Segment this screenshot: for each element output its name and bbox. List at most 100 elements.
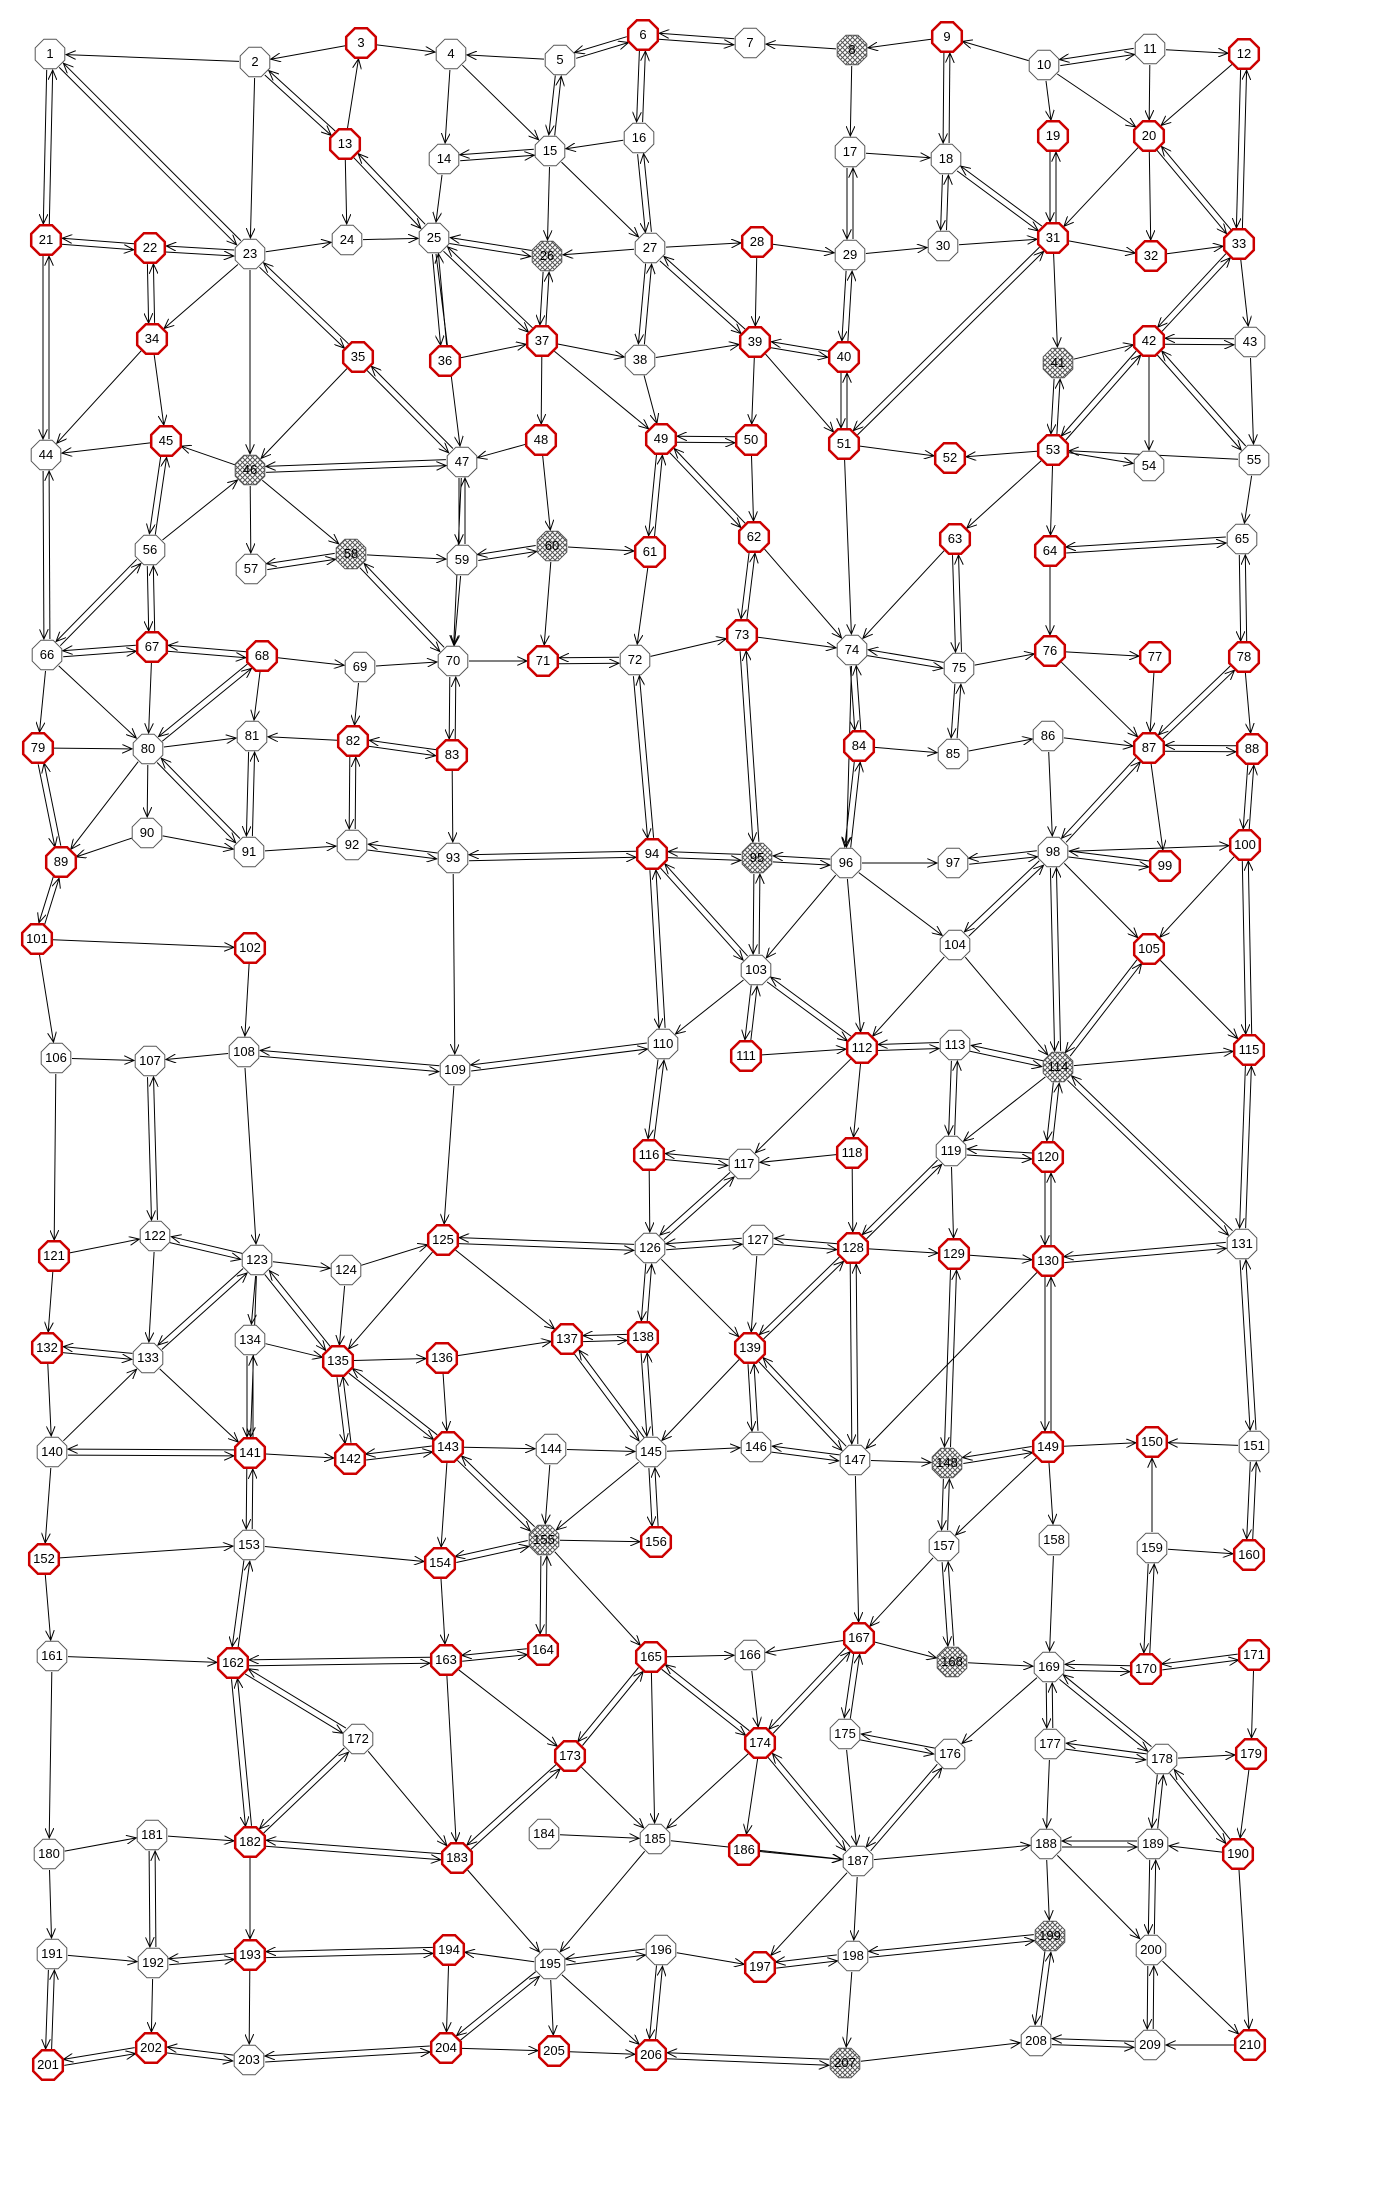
edge-177-to-169 xyxy=(1052,1683,1053,1729)
node-shape xyxy=(425,1341,459,1375)
edge-174-to-185 xyxy=(667,1753,749,1828)
node-55: 55 xyxy=(1238,444,1270,476)
node-60: 60 xyxy=(536,530,568,562)
edge-59-to-60 xyxy=(478,551,536,561)
edge-87-to-98 xyxy=(1062,757,1137,839)
edge-178-to-190 xyxy=(1169,1773,1226,1843)
edge-169-to-177 xyxy=(1046,1682,1047,1728)
node-shape xyxy=(933,441,967,475)
node-138: 138 xyxy=(626,1320,660,1354)
edge-135-to-136 xyxy=(353,1359,426,1361)
edge-203-to-204 xyxy=(265,2052,430,2063)
edge-10-to-11 xyxy=(1060,54,1134,67)
edge-61-to-72 xyxy=(637,567,649,644)
node-139: 139 xyxy=(733,1331,767,1365)
node-80: 80 xyxy=(132,733,164,765)
edge-133-to-141 xyxy=(159,1368,239,1442)
node-shape xyxy=(1033,1651,1065,1683)
node-shape xyxy=(1227,37,1261,71)
node-175: 175 xyxy=(829,1718,861,1750)
edge-145-to-156 xyxy=(649,1468,652,1526)
edge-139-to-147 xyxy=(758,1361,842,1451)
node-shape xyxy=(418,222,450,254)
edge-155-to-164 xyxy=(540,1555,541,1634)
edge-13-to-3 xyxy=(347,59,359,129)
node-118: 118 xyxy=(835,1136,869,1170)
edge-78-to-88 xyxy=(1244,672,1250,733)
edge-202-to-201 xyxy=(63,2047,135,2060)
node-shape xyxy=(437,645,469,677)
edge-49-to-62 xyxy=(669,452,741,528)
node-shape xyxy=(937,1237,971,1271)
edge-131-to-130 xyxy=(1064,1241,1226,1256)
edge-6-to-5 xyxy=(575,36,627,53)
node-shape xyxy=(132,733,164,765)
edge-92-to-82 xyxy=(355,757,356,830)
node-shape xyxy=(30,439,62,471)
node-184: 184 xyxy=(528,1818,560,1850)
node-143: 143 xyxy=(431,1430,465,1464)
node-shape xyxy=(40,1042,72,1074)
edge-154-to-163 xyxy=(441,1578,445,1644)
node-57: 57 xyxy=(235,553,267,585)
node-label: 116 xyxy=(639,1147,660,1162)
edge-139-to-128 xyxy=(763,1261,844,1340)
node-23: 23 xyxy=(234,238,266,270)
node-117: 117 xyxy=(728,1148,760,1180)
node-18: 18 xyxy=(930,143,962,175)
node-197: 197 xyxy=(743,1950,777,1984)
edge-31-to-41 xyxy=(1054,253,1058,347)
edge-204-to-205 xyxy=(461,2048,538,2050)
node-label: 58 xyxy=(344,546,358,561)
node-shape xyxy=(234,454,266,486)
edge-114-to-120 xyxy=(1047,1082,1054,1141)
node-77: 77 xyxy=(1138,640,1172,674)
node-97: 97 xyxy=(937,847,969,879)
edge-195-to-206 xyxy=(561,1974,639,2045)
edge-173-to-183 xyxy=(467,1764,557,1846)
node-label: 88 xyxy=(1245,741,1259,756)
node-label: 57 xyxy=(244,561,258,576)
node-label: 89 xyxy=(54,854,68,869)
edge-192-to-193 xyxy=(169,1959,234,1966)
node-54: 54 xyxy=(1133,450,1165,482)
node-shape xyxy=(1226,1228,1258,1260)
edge-63-to-74 xyxy=(863,550,945,639)
node-shape xyxy=(435,738,469,772)
node-label: 121 xyxy=(43,1248,65,1263)
edge-179-to-190 xyxy=(1240,1769,1250,1838)
node-208: 208 xyxy=(1020,2025,1052,2057)
node-label: 195 xyxy=(539,1956,561,1971)
node-209: 209 xyxy=(1134,2029,1166,2061)
edge-129-to-130 xyxy=(969,1255,1032,1260)
node-89: 89 xyxy=(44,845,78,879)
node-160: 160 xyxy=(1232,1538,1266,1572)
edge-100-to-105 xyxy=(1160,856,1235,937)
edge-198-to-207 xyxy=(846,1971,853,2047)
node-shape xyxy=(233,2044,265,2076)
edge-93-to-109 xyxy=(453,873,455,1054)
edge-172-to-162 xyxy=(248,1669,347,1729)
node-label: 141 xyxy=(239,1445,261,1460)
node-label: 39 xyxy=(748,334,762,349)
node-shape xyxy=(935,1135,967,1167)
edge-126-to-127 xyxy=(666,1244,742,1251)
edge-27-to-39 xyxy=(659,260,741,334)
edge-48-to-60 xyxy=(542,455,551,530)
edge-93-to-92 xyxy=(368,844,438,854)
edge-164-to-155 xyxy=(546,1556,547,1635)
node-35: 35 xyxy=(341,340,375,374)
node-137: 137 xyxy=(550,1322,584,1356)
node-169: 169 xyxy=(1033,1651,1065,1683)
edge-91-to-81 xyxy=(252,752,254,837)
edge-80-to-81 xyxy=(163,738,236,748)
edge-69-to-82 xyxy=(355,682,359,725)
node-shape xyxy=(728,1148,760,1180)
node-label: 156 xyxy=(645,1534,667,1549)
node-22: 22 xyxy=(133,231,167,265)
node-label: 52 xyxy=(943,450,957,465)
edge-42-to-33 xyxy=(1161,258,1230,332)
edge-8-to-17 xyxy=(850,65,851,136)
node-2: 2 xyxy=(239,46,271,78)
edge-8-to-7 xyxy=(766,44,837,50)
